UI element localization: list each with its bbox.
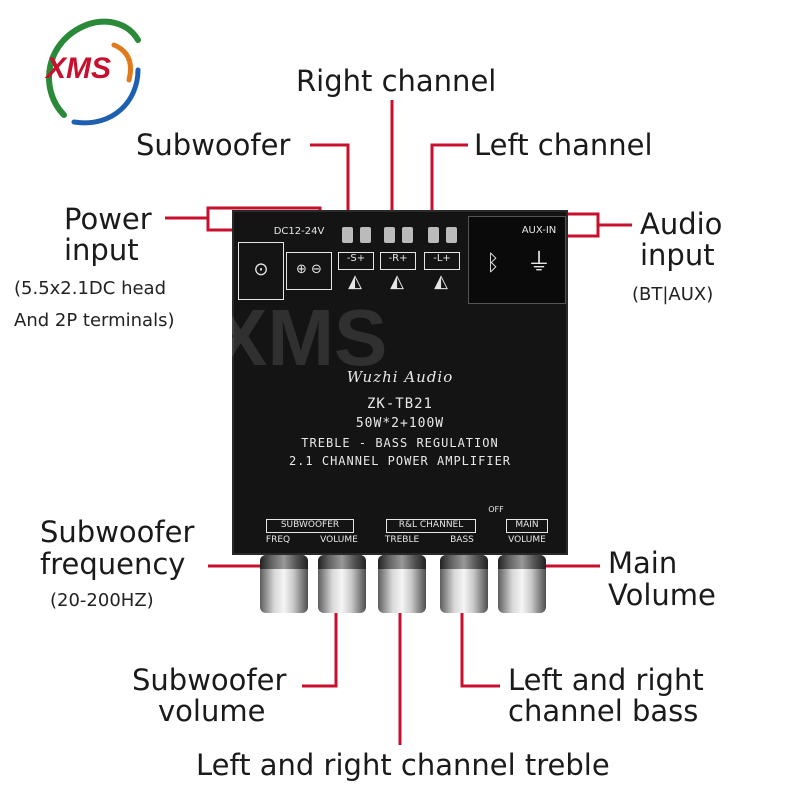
logo-swoosh-icon (46, 18, 141, 126)
amplifier-board: DC12-24V ⊙ ⊕ ⊖ -S+ -R+ -L+ ◭ ◭ ◭ AUX-IN … (214, 210, 568, 555)
left-channel-line (430, 143, 468, 220)
knob-freq-label: FREQ (265, 535, 291, 545)
right-terminal-label: -R+ (380, 252, 416, 270)
aux-module: AUX-IN ᛒ ⏚ (468, 216, 566, 304)
knob-volume-label: VOLUME (320, 535, 358, 545)
subwoofer-line (310, 143, 350, 220)
power-input-note-2: And 2P terminals) (14, 310, 175, 331)
lr-bass-label-2: channel bass (508, 694, 699, 728)
speaker-icon: ◭ (434, 271, 448, 292)
treble-knob[interactable] (378, 555, 426, 613)
sub-freq-knob[interactable] (260, 555, 308, 613)
group-rl-label: R&L CHANNEL (386, 519, 476, 533)
sub-freq-note: (20-200HZ) (50, 590, 154, 611)
board-feature: TREBLE - BASS REGULATION (301, 436, 499, 450)
main-volume-label-1: Main (608, 546, 678, 580)
terminal-screw (446, 227, 457, 243)
knob-treble-label: TREBLE (384, 535, 420, 545)
aux-label: AUX-IN (521, 225, 557, 236)
terminal-screw (428, 227, 439, 243)
terminal-screw (342, 227, 353, 243)
sub-terminal-label: -S+ (338, 252, 374, 270)
watermark-text: XMS (214, 293, 388, 382)
terminal-screw (402, 227, 413, 243)
off-label: OFF (488, 505, 504, 514)
audio-input-note: (BT|AUX) (632, 284, 714, 305)
bluetooth-icon: ᛒ (486, 251, 500, 276)
audio-input-label-2: input (640, 238, 715, 272)
power-terminal-icon: ⊕ ⊖ (286, 252, 332, 290)
knob-main-volume-label: VOLUME (508, 535, 546, 545)
right-channel-label: Right channel (296, 64, 497, 98)
dc-jack-icon: ⊙ (238, 242, 284, 300)
left-channel-label: Left channel (474, 128, 653, 162)
aux-jack-icon: ⏚ (527, 248, 551, 276)
power-input-label-1: Power (64, 202, 152, 236)
knob-bass-label: BASS (450, 535, 474, 545)
group-subwoofer-label: SUBWOOFER (266, 519, 354, 533)
terminal-screw (360, 227, 371, 243)
terminal-screw (384, 227, 395, 243)
speaker-icon: ◭ (348, 271, 362, 292)
left-terminal-label: -L+ (424, 252, 460, 270)
bass-knob[interactable] (440, 555, 488, 613)
main-volume-label-2: Volume (608, 578, 716, 612)
power-input-note-1: (5.5x2.1DC head (14, 278, 167, 299)
sub-volume-knob[interactable] (318, 555, 366, 613)
power-input-label-2: input (64, 233, 139, 267)
main-volume-knob[interactable] (498, 555, 546, 613)
brand-logo: XMS (34, 10, 144, 130)
board-power: 50W*2+100W (355, 416, 445, 431)
logo-text: XMS (46, 52, 112, 85)
sub-volume-label-1: Subwoofer (132, 663, 287, 697)
board-description: 2.1 CHANNEL POWER AMPLIFIER (288, 454, 512, 468)
sub-freq-label-2: frequency (40, 547, 186, 581)
speaker-icon: ◭ (390, 271, 404, 292)
subwoofer-label: Subwoofer (136, 128, 291, 162)
lr-treble-label: Left and right channel treble (196, 748, 610, 782)
dc-label: DC12-24V (273, 226, 325, 237)
group-main-label: MAIN (506, 519, 548, 533)
lr-bass-label-1: Left and right (508, 663, 704, 697)
sub-volume-label-2: volume (158, 694, 266, 728)
board-brand: Wuzhi Audio (346, 368, 454, 386)
audio-input-label-1: Audio (640, 207, 723, 241)
sub-freq-label-1: Subwoofer (40, 515, 195, 549)
board-model: ZK-TB21 (366, 396, 433, 412)
